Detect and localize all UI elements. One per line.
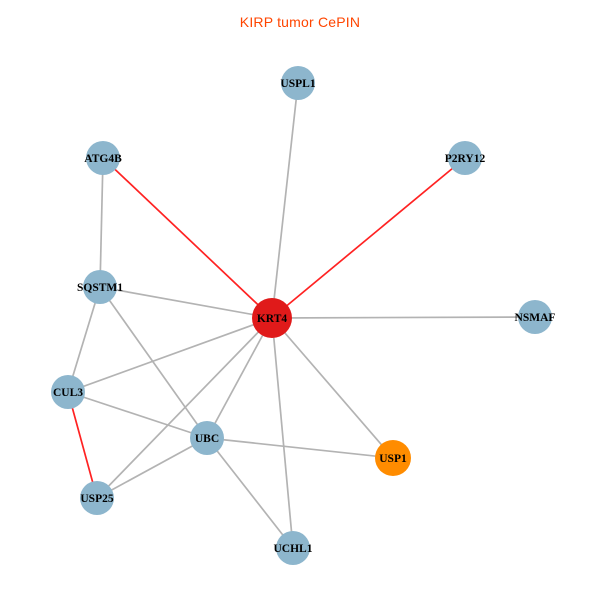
edge-ATG4B-SQSTM1	[99, 157, 104, 288]
node-CUL3: CUL3	[51, 375, 85, 409]
node-circle-SQSTM1	[83, 270, 117, 304]
edge-UBC-USP1	[206, 437, 394, 459]
edge-SQSTM1-KRT4	[99, 286, 273, 319]
node-KRT4: KRT4	[252, 298, 292, 338]
node-UBC: UBC	[190, 421, 224, 455]
node-circle-CUL3	[51, 375, 85, 409]
node-USP25: USP25	[80, 481, 114, 515]
node-circle-USPL1	[281, 66, 315, 100]
node-circle-USP1	[375, 440, 411, 476]
edge-SQSTM1-UBC	[99, 286, 208, 439]
edge-USP25-KRT4	[96, 317, 273, 499]
edge-CUL3-UBC	[67, 391, 208, 439]
node-circle-NSMAF	[518, 300, 552, 334]
plot-title: KIRP tumor CePIN	[239, 14, 361, 30]
edge-CUL3-USP25	[67, 391, 98, 499]
edge-USPL1-KRT4	[271, 82, 299, 319]
edges-layer	[67, 82, 536, 549]
node-circle-UCHL1	[276, 531, 310, 565]
edge-SQSTM1-CUL3	[67, 286, 101, 393]
node-circle-ATG4B	[86, 141, 120, 175]
node-SQSTM1: SQSTM1	[77, 270, 123, 304]
edge-UBC-KRT4	[206, 317, 273, 439]
edge-UBC-UCHL1	[206, 437, 294, 549]
node-USP1: USP1	[375, 440, 411, 476]
edge-P2RY12-KRT4	[271, 157, 466, 319]
node-USPL1: USPL1	[280, 66, 316, 100]
node-UCHL1: UCHL1	[274, 531, 313, 565]
node-circle-USP25	[80, 481, 114, 515]
edge-NSMAF-KRT4	[271, 316, 536, 319]
edge-UCHL1-KRT4	[271, 317, 294, 549]
edge-CUL3-KRT4	[67, 317, 273, 393]
edge-USP1-KRT4	[271, 317, 394, 459]
node-circle-UBC	[190, 421, 224, 455]
edge-ATG4B-KRT4	[102, 157, 273, 319]
node-NSMAF: NSMAF	[515, 300, 555, 334]
node-circle-P2RY12	[448, 141, 482, 175]
node-circle-KRT4	[252, 298, 292, 338]
edge-UBC-USP25	[96, 437, 208, 499]
